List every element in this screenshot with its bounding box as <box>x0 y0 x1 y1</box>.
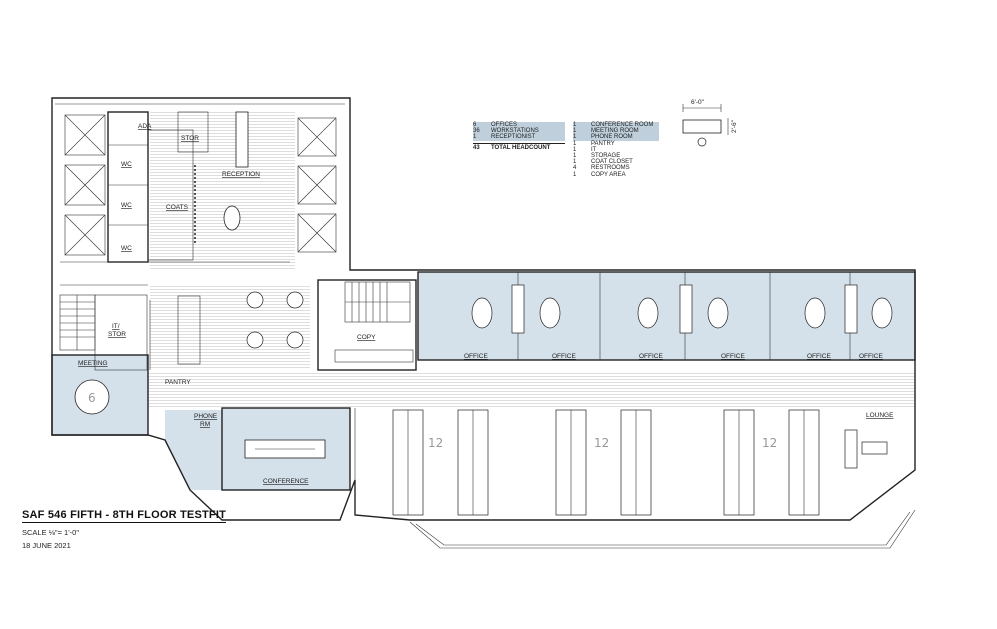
reception-desk <box>235 111 249 168</box>
office-zone <box>418 272 915 360</box>
label-office-3: OFFICE <box>639 353 663 360</box>
label-wc-1: WC <box>121 161 132 168</box>
label-conference: CONFERENCE <box>263 478 309 485</box>
reception-table <box>223 205 241 231</box>
meeting-room <box>51 354 149 436</box>
label-lounge: LOUNGE <box>866 412 894 419</box>
stair-right <box>344 281 411 323</box>
label-workstation-count-2: 12 <box>594 436 609 450</box>
label-meeting-seats: 6 <box>88 391 96 405</box>
label-stor: STOR <box>181 135 199 142</box>
copy-counter <box>334 349 414 363</box>
meeting-table <box>74 379 110 415</box>
office-tables <box>471 284 893 334</box>
curtain-wall-inner <box>415 511 911 546</box>
elevator-bank-left <box>64 114 106 256</box>
core-walls <box>60 111 290 286</box>
drawing-scale: SCALE ⅛"= 1'-0" <box>22 528 79 537</box>
reception-hatch <box>150 110 295 270</box>
desk-detail <box>682 104 729 147</box>
pantry-island <box>177 295 201 365</box>
label-coats: COATS <box>166 204 189 211</box>
label-it-stor-1: IT/ <box>112 323 120 330</box>
pantry-tables <box>246 291 304 349</box>
label-office-1: OFFICE <box>464 353 488 360</box>
label-wc-2: WC <box>121 202 132 209</box>
label-copy: COPY <box>357 334 376 341</box>
workstation-cluster-3 <box>723 409 820 516</box>
label-workstation-count-1: 12 <box>428 436 443 450</box>
drawing-date: 18 JUNE 2021 <box>22 541 71 550</box>
label-office-6: OFFICE <box>859 353 883 360</box>
curtain-wall <box>409 509 916 549</box>
label-phone-2: RM <box>200 421 210 428</box>
label-reception: RECEPTION <box>222 171 260 178</box>
label-workstation-count-3: 12 <box>762 436 777 450</box>
desk-width-label: 6'-0" <box>691 99 705 106</box>
elevator-bank-right <box>297 117 337 253</box>
label-office-2: OFFICE <box>552 353 576 360</box>
title-block: SAF 546 FIFTH - 8TH FLOOR TESTFIT SCALE … <box>22 505 322 550</box>
lounge-table <box>861 441 888 455</box>
label-pantry: PANTRY <box>165 379 191 386</box>
corridor-hatch <box>60 372 915 408</box>
label-meeting: MEETING <box>78 360 108 367</box>
label-it-stor-2: STOR <box>108 331 126 338</box>
label-wc-3: WC <box>121 245 132 252</box>
lounge-sofa <box>844 429 858 469</box>
desk-depth-label: 2'-6" <box>731 119 738 133</box>
label-office-5: OFFICE <box>807 353 831 360</box>
workstation-cluster-2 <box>555 409 652 516</box>
drawing-title: SAF 546 FIFTH - 8TH FLOOR TESTFIT <box>22 509 226 523</box>
conference-room <box>221 407 351 491</box>
workstation-cluster-1 <box>392 409 489 516</box>
it-stor-room <box>94 294 148 371</box>
copy-room <box>317 279 417 371</box>
label-ada: ADA <box>138 123 152 130</box>
phone-room-fill <box>165 410 222 490</box>
pantry-hatch <box>150 285 310 370</box>
stair-left <box>59 294 96 351</box>
label-phone-1: PHONE <box>194 413 218 420</box>
label-office-4: OFFICE <box>721 353 745 360</box>
